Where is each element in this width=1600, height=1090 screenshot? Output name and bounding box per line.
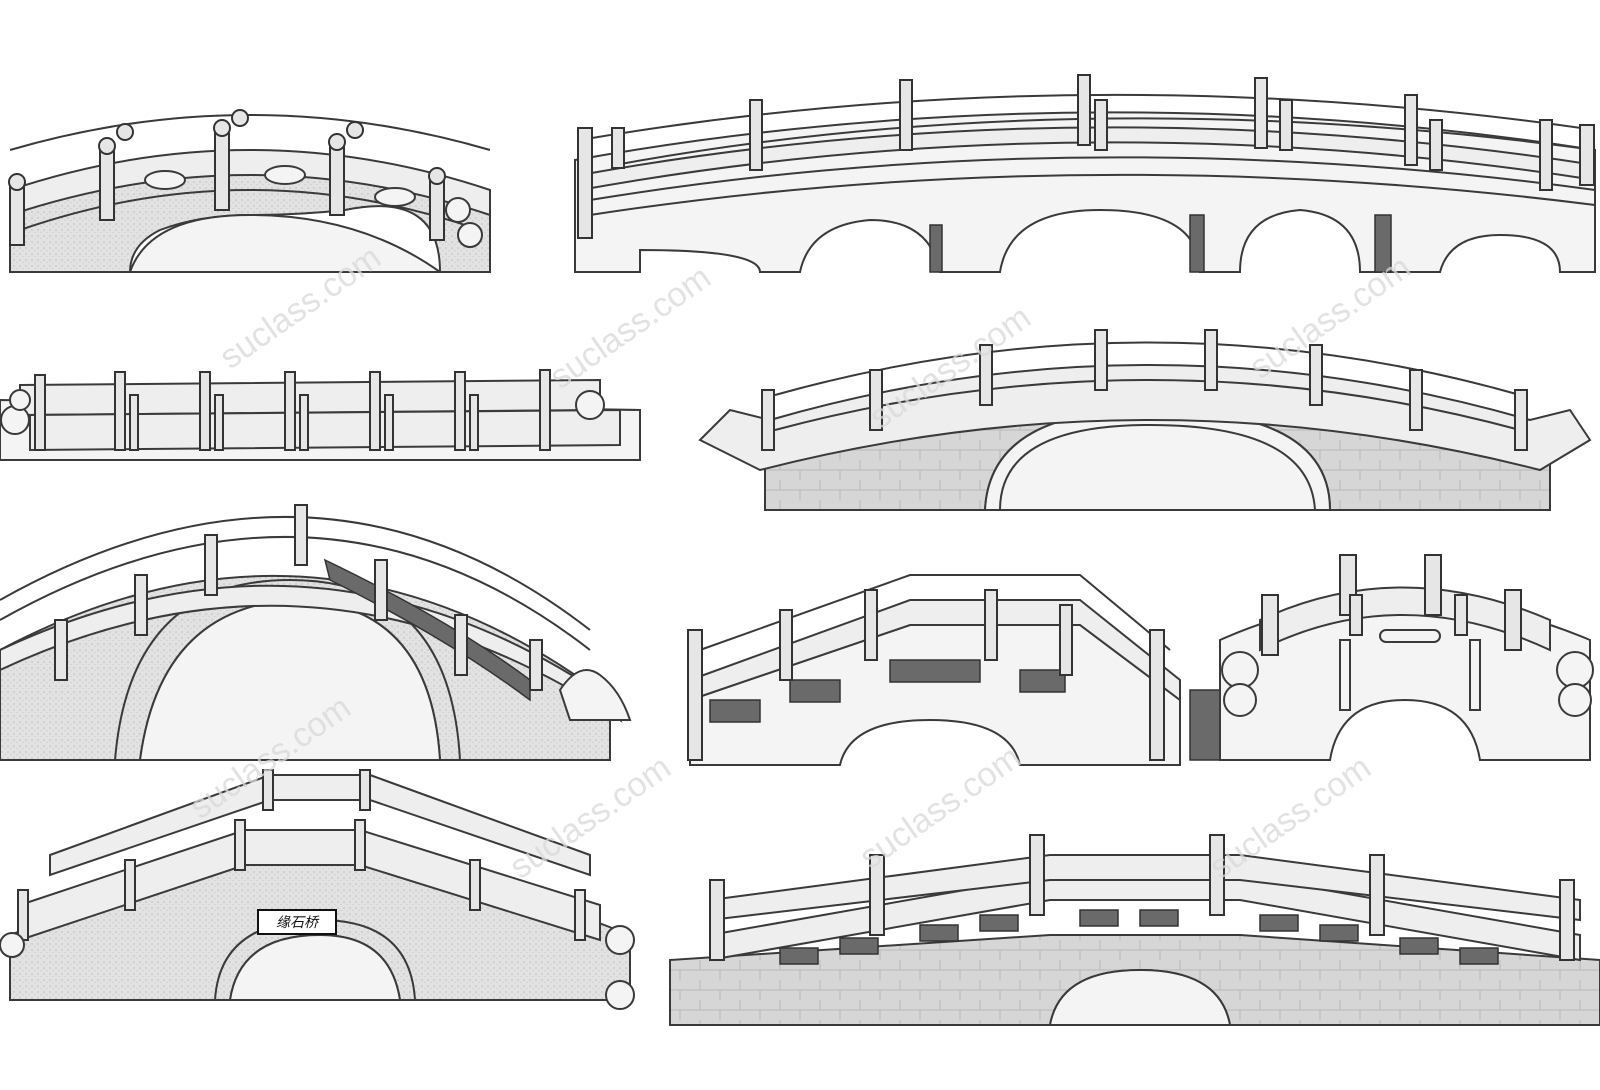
bridge-2-four-arch-long: [574, 74, 1596, 273]
bridge-4-posts: [761, 329, 1528, 451]
watermark-text-7: suclass.com: [853, 738, 1028, 876]
bridge-9-posts: [709, 834, 1575, 961]
bridge-6-posts: [687, 589, 1165, 761]
bridge-7-small-scroll-arch: [1189, 554, 1594, 761]
bridge-8-plaque-arch: 缘石桥: [0, 769, 635, 1010]
bridge-plaque-text: 缘石桥: [276, 915, 320, 931]
bridge-9-stone-block-arch: [669, 834, 1600, 1026]
bridge-3-flat-carved-railing: [0, 369, 641, 461]
bridge-5-posts: [54, 504, 543, 691]
watermark-text-2: suclass.com: [543, 258, 718, 396]
bridge-7-posts: [1261, 554, 1522, 656]
bridge-6-faceted-arch: [687, 574, 1181, 766]
bridge-9-windows: [779, 909, 1499, 965]
bridge-1-posts: [8, 109, 446, 246]
bridge-3-posts: [34, 369, 551, 451]
bridge-2-posts: [577, 74, 1595, 239]
bridge-5-steep-arch: [0, 504, 632, 761]
bridge-1-single-arch-lotus-posts: [8, 109, 491, 273]
bridge-4-single-arch-curved: [698, 329, 1592, 511]
